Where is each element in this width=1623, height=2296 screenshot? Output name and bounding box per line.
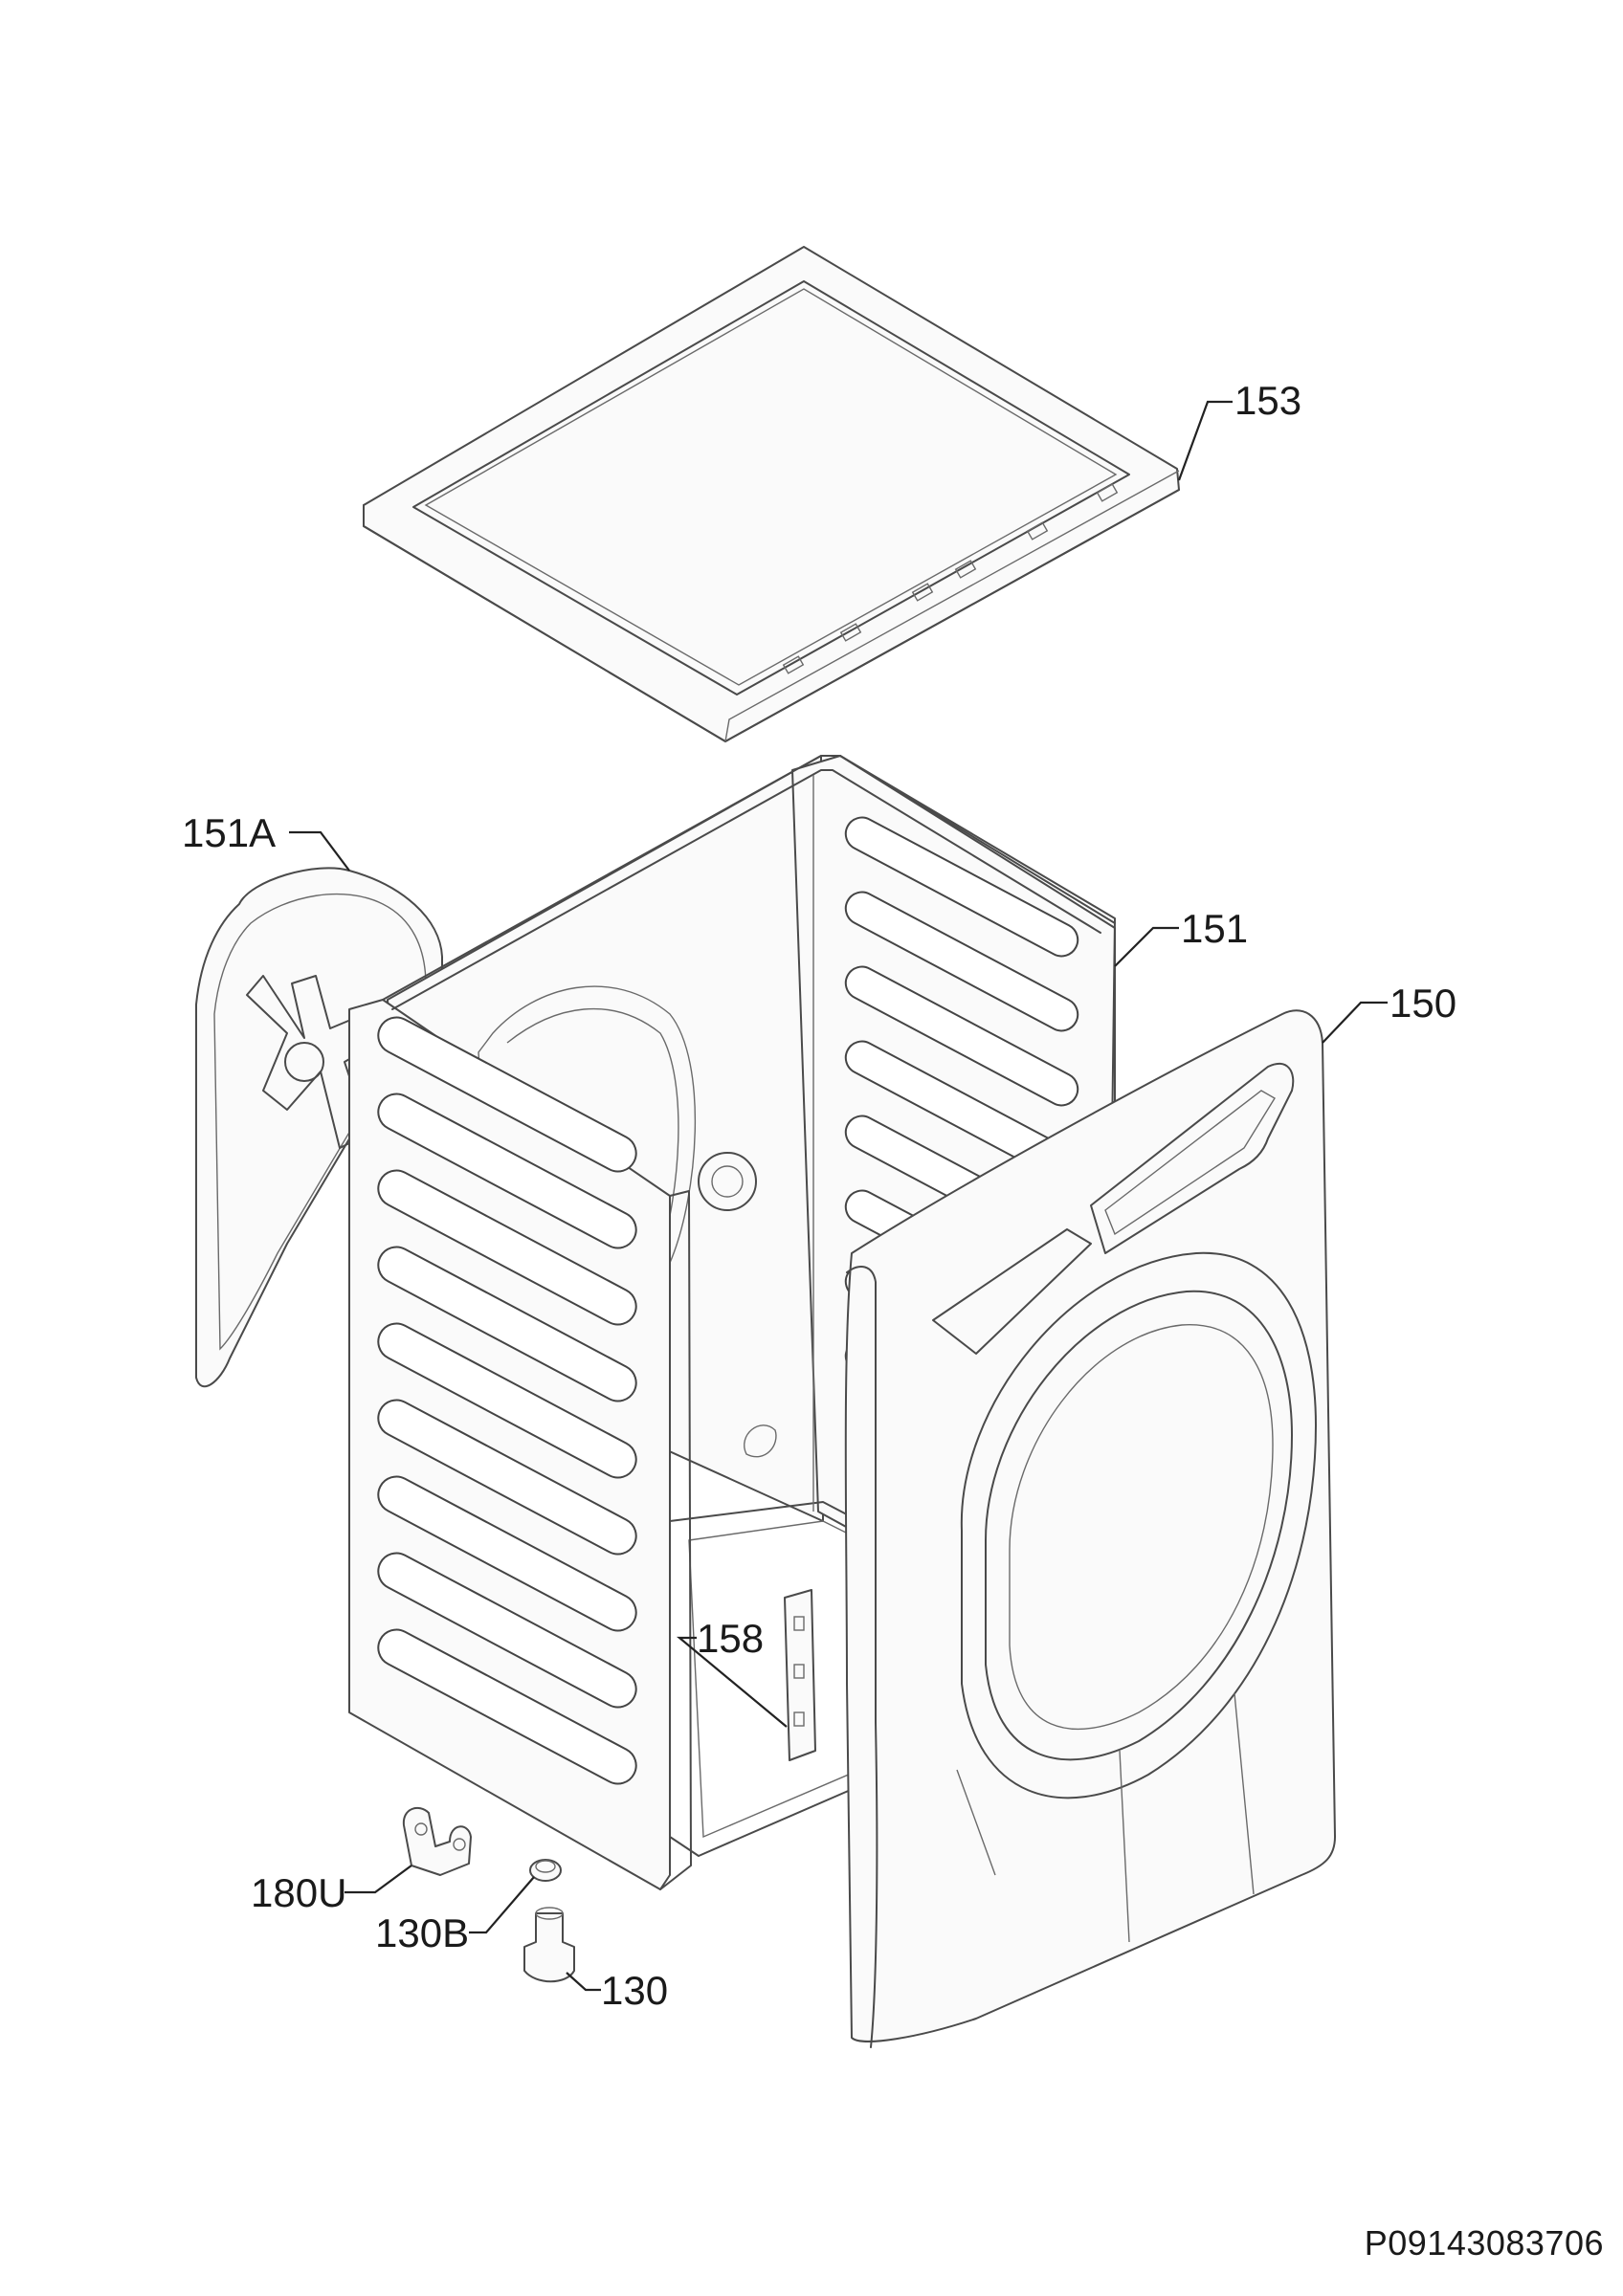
foot-clamp-part [402,1806,472,1876]
leader-130 [566,1972,601,1992]
top-cover-part [363,246,1180,742]
leader-151 [1114,926,1179,967]
bracket-part [784,1589,816,1761]
leader-151a [289,830,350,872]
callout-130b: 130B [375,1910,470,1955]
leader-180u [345,1865,412,1894]
foot-part [523,1907,575,1983]
callout-151a: 151A [182,810,277,855]
callout-158: 158 [697,1616,765,1661]
callout-180u: 180U [251,1870,347,1915]
leader-lines [289,400,1388,1992]
callout-151: 151 [1181,906,1249,951]
leader-150 [1322,1001,1388,1044]
drawing-reference-code: P09143083706 [1364,2223,1604,2263]
leader-130b [469,1876,535,1934]
front-panel-part [844,1009,1336,2048]
callout-130: 130 [601,1968,669,2013]
callout-153: 153 [1234,378,1302,423]
callout-150: 150 [1390,981,1457,1026]
leader-153 [1177,400,1233,481]
foot-nut-part [529,1859,562,1882]
leader-158 [676,1636,788,1728]
